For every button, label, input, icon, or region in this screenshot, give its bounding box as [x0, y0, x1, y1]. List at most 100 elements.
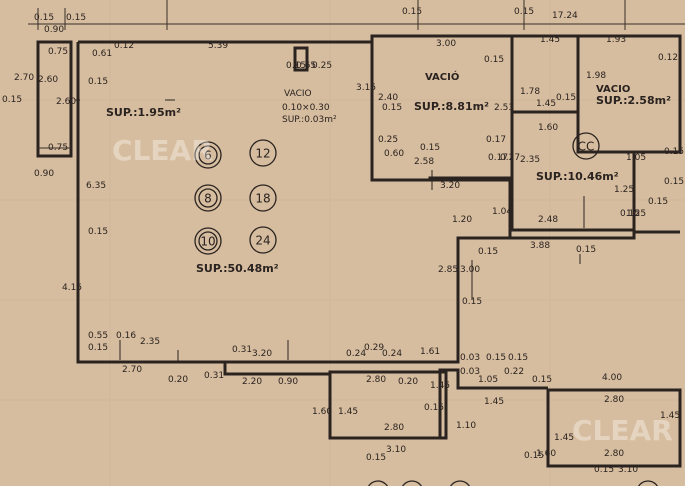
svg-text:0.15: 0.15 — [532, 375, 552, 385]
svg-text:0.90: 0.90 — [34, 169, 54, 179]
svg-text:0.20: 0.20 — [398, 377, 418, 387]
large-room-area: SUP.:50.48m² — [196, 262, 279, 275]
svg-text:0.16: 0.16 — [116, 331, 136, 341]
svg-text:1.61: 1.61 — [420, 347, 440, 357]
svg-text:0.15: 0.15 — [648, 197, 668, 207]
svg-text:2.70: 2.70 — [14, 73, 34, 83]
svg-text:0.15: 0.15 — [478, 247, 498, 257]
svg-text:0.55: 0.55 — [88, 331, 108, 341]
svg-text:2.80: 2.80 — [366, 375, 386, 385]
svg-text:0.29: 0.29 — [364, 343, 384, 353]
svg-text:5.39: 5.39 — [208, 41, 228, 51]
circle-24: 24 — [255, 234, 270, 248]
svg-text:0.15: 0.15 — [486, 353, 506, 363]
svg-text:0.25: 0.25 — [378, 135, 398, 145]
svg-text:1.45: 1.45 — [554, 433, 574, 443]
svg-text:0.03: 0.03 — [460, 353, 480, 363]
top-dimension-line — [28, 0, 685, 30]
svg-text:0.15: 0.15 — [286, 61, 306, 71]
svg-text:3.10: 3.10 — [386, 445, 406, 455]
svg-text:0.15: 0.15 — [88, 227, 108, 237]
svg-text:0.15: 0.15 — [424, 403, 444, 413]
svg-text:2.48: 2.48 — [538, 215, 558, 225]
svg-text:0.90: 0.90 — [44, 25, 64, 35]
svg-text:0.15: 0.15 — [2, 95, 22, 105]
svg-text:0.12: 0.12 — [114, 41, 134, 51]
svg-text:2.20: 2.20 — [242, 377, 262, 387]
top-dimensions: 0.15 0.90 0.15 0.12 5.39 0.15 0.15 17.24… — [34, 7, 626, 51]
mid-dimensions: 3.20 1.04 1.20 3.00 2.85 0.15 0.15 2.48 … — [438, 181, 640, 307]
svg-text:0.15: 0.15 — [508, 353, 528, 363]
svg-text:0.15: 0.15 — [34, 13, 54, 23]
svg-text:0.27: 0.27 — [500, 153, 520, 163]
svg-text:3.15: 3.15 — [356, 83, 376, 93]
left-dimensions: 2.70 0.15 2.60 2.60 0.75 0.90 6.35 4.15 … — [2, 47, 136, 341]
svg-text:0.24: 0.24 — [382, 349, 402, 359]
svg-text:1.60: 1.60 — [538, 123, 558, 133]
walls — [36, 34, 682, 468]
vent-label: VACIO — [284, 89, 312, 99]
svg-text:0.17: 0.17 — [488, 153, 508, 163]
svg-text:0.75: 0.75 — [48, 143, 68, 153]
cc-label: CC — [578, 140, 595, 154]
svg-text:4.15: 4.15 — [62, 283, 82, 293]
bottom-partial-circles — [368, 480, 658, 486]
svg-text:0.20: 0.20 — [168, 375, 188, 385]
svg-text:1.93: 1.93 — [606, 35, 626, 45]
svg-text:0.03: 0.03 — [460, 367, 480, 377]
vent-dims: 0.10×0.30 — [282, 103, 330, 113]
svg-text:0.25: 0.25 — [312, 61, 332, 71]
svg-text:0.15: 0.15 — [66, 13, 86, 23]
bottom-dimensions: 2.35 0.15 3.20 0.31 0.24 0.29 0.24 1.61 … — [88, 337, 680, 475]
small-dimensions: 0.75 0.61 0.15 0.15 0.65 0.25 3.15 2.40 … — [48, 49, 520, 167]
vacio-right-area: SUP.:2.58m² — [596, 94, 671, 107]
svg-text:0.15: 0.15 — [462, 297, 482, 307]
svg-text:0.15: 0.15 — [402, 7, 422, 17]
svg-text:3.10: 3.10 — [618, 465, 638, 475]
dimension-marks — [75, 99, 585, 362]
svg-text:0.15: 0.15 — [88, 343, 108, 353]
svg-text:0.15: 0.15 — [664, 147, 684, 157]
svg-text:0.15: 0.15 — [366, 453, 386, 463]
svg-text:1.05: 1.05 — [478, 375, 498, 385]
svg-text:1.45: 1.45 — [660, 411, 680, 421]
circle-8: 8 — [204, 192, 212, 206]
svg-text:0.90: 0.90 — [278, 377, 298, 387]
svg-text:2.60: 2.60 — [56, 97, 76, 107]
svg-text:3.20: 3.20 — [440, 181, 460, 191]
vacio-mid-label: VACIÓ — [425, 70, 459, 83]
svg-text:2.35: 2.35 — [140, 337, 160, 347]
svg-text:0.24: 0.24 — [346, 349, 366, 359]
vacio-right-label: VACIO — [596, 84, 630, 95]
svg-text:1.05: 1.05 — [626, 153, 646, 163]
circle-6: 6 — [204, 149, 212, 163]
svg-text:17.24: 17.24 — [552, 11, 578, 21]
svg-text:2.40: 2.40 — [378, 93, 398, 103]
small-left-area: SUP.:1.95m² — [106, 106, 181, 119]
svg-text:0.15: 0.15 — [514, 7, 534, 17]
cc-area: SUP.:10.46m² — [536, 170, 619, 183]
svg-text:0.31: 0.31 — [232, 345, 252, 355]
svg-text:1.04: 1.04 — [492, 207, 512, 217]
svg-text:1.25: 1.25 — [614, 185, 634, 195]
svg-text:2.80: 2.80 — [384, 423, 404, 433]
vent-area: SUP.:0.03m² — [282, 115, 337, 125]
svg-text:3.20: 3.20 — [252, 349, 272, 359]
svg-text:0.15: 0.15 — [620, 209, 640, 219]
svg-text:1.45: 1.45 — [484, 397, 504, 407]
vent-box — [293, 46, 309, 72]
right-dimensions: 1.78 0.15 1.45 1.98 1.60 0.12 2.35 1.25 … — [520, 53, 684, 219]
circle-10: 10 — [200, 235, 215, 249]
svg-text:0.65: 0.65 — [296, 61, 316, 71]
svg-text:2.70: 2.70 — [122, 365, 142, 375]
svg-text:0.15: 0.15 — [576, 245, 596, 255]
svg-text:3.00: 3.00 — [460, 265, 480, 275]
svg-text:0.15: 0.15 — [524, 451, 544, 461]
svg-text:0.15: 0.15 — [420, 143, 440, 153]
svg-text:2.85: 2.85 — [438, 265, 458, 275]
watermark: CLEAR — [112, 134, 213, 167]
svg-text:1.45: 1.45 — [338, 407, 358, 417]
svg-text:2.60: 2.60 — [38, 75, 58, 85]
svg-text:0.15: 0.15 — [88, 77, 108, 87]
